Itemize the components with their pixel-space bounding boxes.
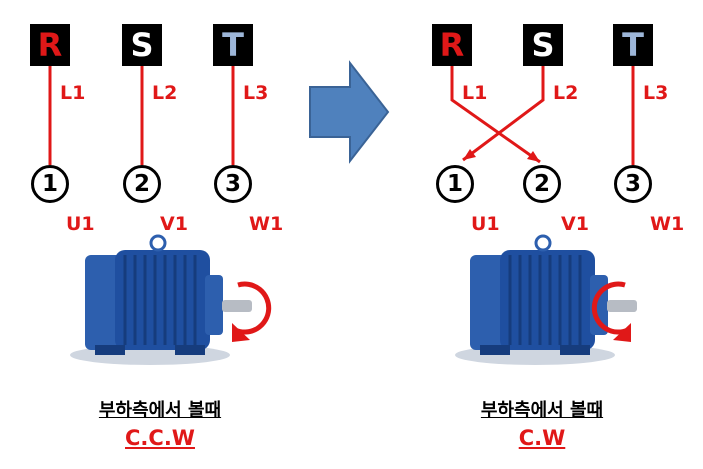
phase-letter: T [222, 26, 244, 64]
terminal-label-u1-right: U1 [471, 213, 500, 235]
terminal-label-u1-left: U1 [66, 213, 95, 235]
phase-letter: R [439, 26, 465, 64]
phase-box-s-right: S [523, 24, 563, 66]
line-label-l3-left: L3 [243, 82, 269, 104]
phase-box-r-right: R [432, 24, 472, 66]
electric-motor-icon [455, 234, 637, 365]
terminal-label-w1-right: W1 [650, 213, 685, 235]
line-label-l2-right: L2 [553, 82, 579, 104]
rotation-direction-right: C.W [518, 426, 566, 450]
phase-letter: T [622, 26, 644, 64]
electric-motor-icon [70, 234, 252, 365]
view-caption-right: 부하측에서 볼때 [480, 400, 604, 421]
view-caption-left: 부하측에서 볼때 [98, 400, 222, 421]
terminal-number: 3 [224, 171, 241, 197]
phase-letter: S [130, 26, 154, 64]
rotation-arrowhead-right [613, 323, 631, 342]
wire-right-l2 [462, 66, 545, 162]
terminal-1-left: 1 [31, 165, 69, 203]
wire-right-l2-arrowhead [463, 149, 476, 160]
phase-box-s-left: S [122, 24, 162, 66]
line-label-l1-left: L1 [60, 82, 86, 104]
phase-box-t-right: T [613, 24, 653, 66]
phase-letter: R [37, 26, 63, 64]
terminal-label-w1-left: W1 [249, 213, 284, 235]
terminal-3-right: 3 [614, 165, 652, 203]
line-label-l1-right: L1 [462, 82, 488, 104]
line-label-l3-right: L3 [643, 82, 669, 104]
terminal-number: 3 [624, 171, 641, 197]
right-arrow-icon [309, 60, 390, 164]
wire-right-l1 [450, 66, 541, 164]
wire-right-l1-arrowhead [527, 151, 540, 162]
terminal-number: 2 [133, 171, 150, 197]
rotation-direction-left: C.C.W [125, 426, 195, 450]
terminal-number: 1 [41, 171, 58, 197]
phase-box-r-left: R [30, 24, 70, 66]
terminal-3-left: 3 [214, 165, 252, 203]
rotation-arrow-icon [233, 281, 272, 335]
phase-box-t-left: T [213, 24, 253, 66]
phase-letter: S [531, 26, 555, 64]
terminal-number: 1 [446, 171, 463, 197]
terminal-number: 2 [533, 171, 550, 197]
terminal-label-v1-left: V1 [160, 213, 188, 235]
terminal-2-right: 2 [523, 165, 561, 203]
line-label-l2-left: L2 [152, 82, 178, 104]
terminal-2-left: 2 [123, 165, 161, 203]
terminal-1-right: 1 [436, 165, 474, 203]
rotation-arrow-icon [591, 281, 630, 335]
rotation-arrowhead-left [232, 323, 250, 342]
terminal-label-v1-right: V1 [561, 213, 589, 235]
